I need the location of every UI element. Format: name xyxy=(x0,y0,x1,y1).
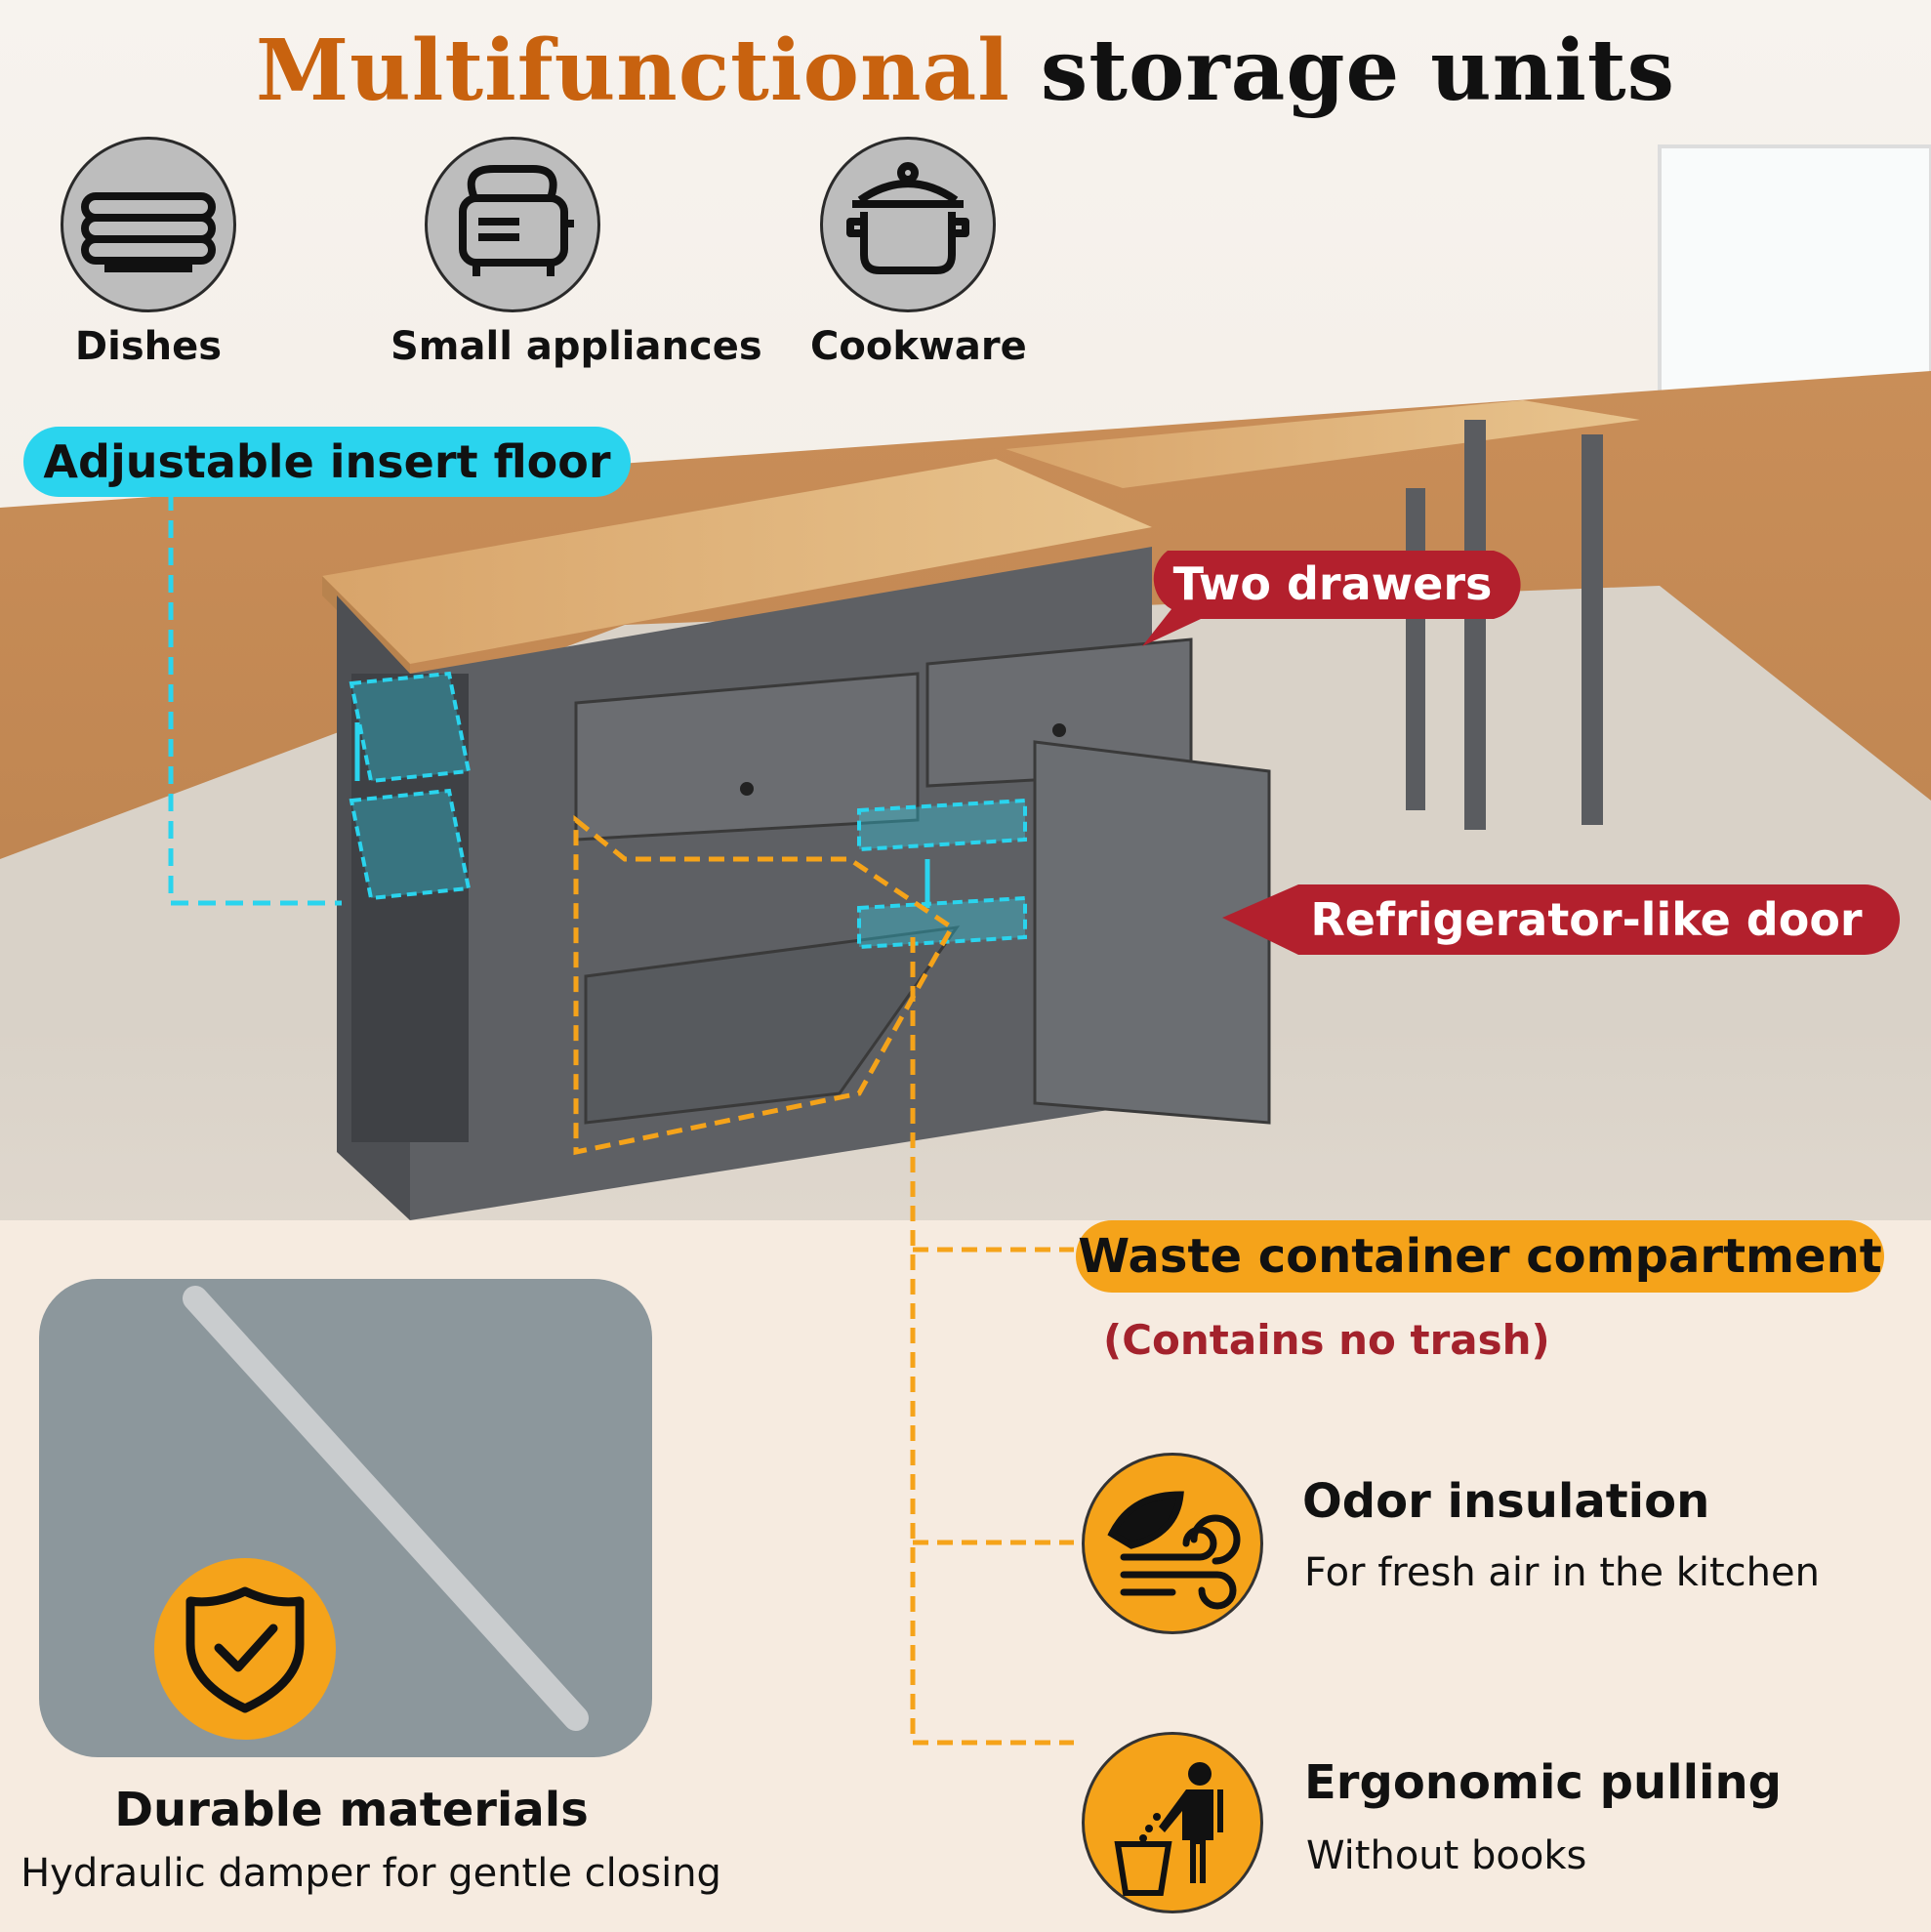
durable-title: Durable materials xyxy=(114,1783,589,1837)
callout-refrigerator-door: Refrigerator-like door xyxy=(1310,893,1863,946)
page-title: Multifunctional storage units xyxy=(255,21,1676,120)
callout-adjustable-insert-floor: Adjustable insert floor xyxy=(23,427,631,497)
waste-outline xyxy=(573,814,1074,1746)
category-small-appliances: Small appliances xyxy=(390,137,762,369)
callout-bubble xyxy=(1222,884,1900,955)
category-dishes: Dishes xyxy=(51,137,246,369)
callout-bubble xyxy=(1142,551,1521,646)
durable-subtitle: Hydraulic damper for gentle closing xyxy=(21,1851,721,1896)
callout-waste-compartment: Waste container compartment xyxy=(1076,1220,1884,1293)
trash-person-icon xyxy=(1082,1732,1263,1913)
category-label: Cookware xyxy=(810,324,1027,369)
dishes-icon xyxy=(61,137,236,312)
feature-title: Odor insulation xyxy=(1302,1474,1710,1529)
feature-subtitle: Without books xyxy=(1306,1833,1587,1878)
callout-connector xyxy=(168,493,342,906)
toaster-icon xyxy=(425,137,600,312)
category-label: Small appliances xyxy=(390,324,762,369)
category-label: Dishes xyxy=(74,324,223,369)
callout-two-drawers: Two drawers xyxy=(1172,557,1493,610)
cooking-pot-icon xyxy=(820,137,996,312)
waste-note: (Contains no trash) xyxy=(1103,1316,1550,1364)
category-cookware: Cookware xyxy=(810,137,1027,369)
feature-title: Ergonomic pulling xyxy=(1304,1755,1782,1810)
shield-check-icon xyxy=(154,1558,336,1740)
feature-subtitle: For fresh air in the kitchen xyxy=(1304,1550,1820,1595)
leaf-wind-icon xyxy=(1082,1453,1263,1634)
